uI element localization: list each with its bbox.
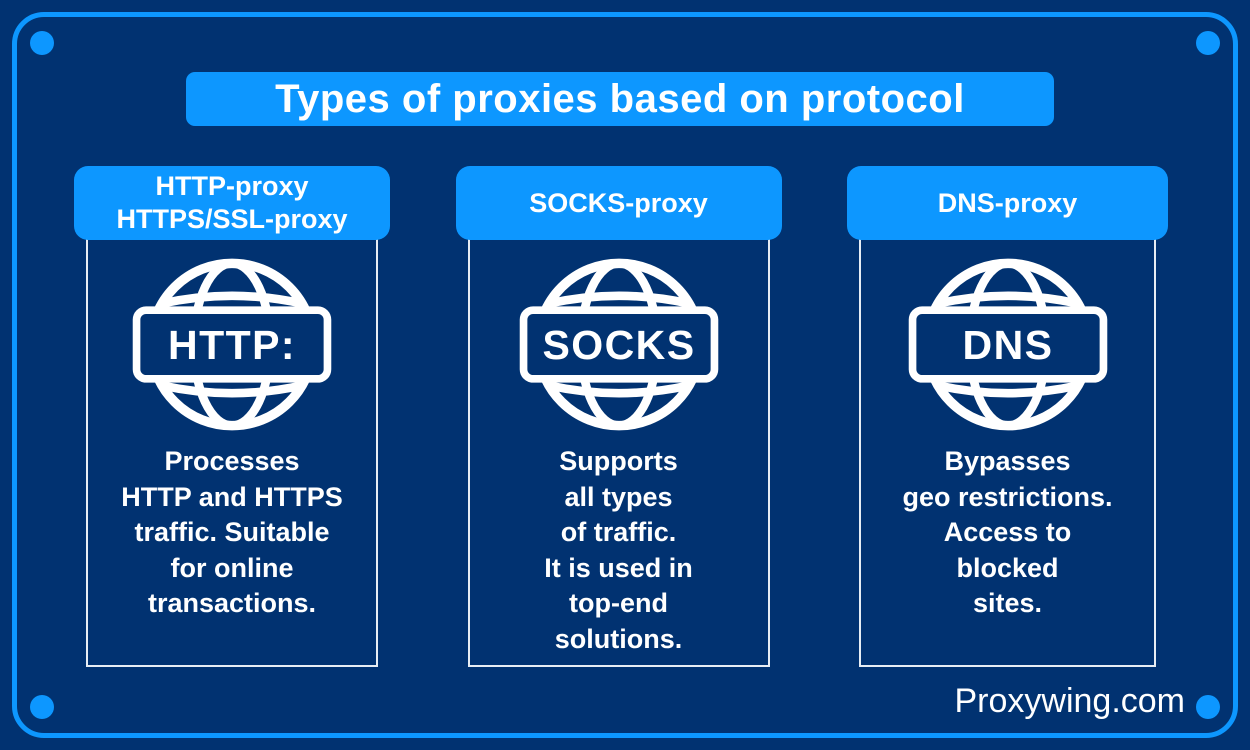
globe-badge-label: DNS: [962, 322, 1053, 368]
column-http-header: HTTP-proxy HTTPS/SSL-proxy: [74, 166, 390, 240]
globe-icon: DNS: [903, 249, 1113, 440]
globe-badge-label: SOCKS: [542, 322, 695, 368]
column-socks: SOCKS-proxy SOCKS Supports all types of …: [455, 166, 782, 667]
column-socks-description: Supports all types of traffic. It is use…: [544, 446, 693, 654]
page-title: Types of proxies based on protocol: [275, 76, 965, 121]
corner-dot-top-left: [30, 31, 54, 55]
column-socks-header: SOCKS-proxy: [455, 166, 782, 240]
corner-dot-bottom-left: [30, 695, 54, 719]
column-socks-body: SOCKS Supports all types of traffic. It …: [467, 231, 770, 667]
globe-icon: HTTP:: [127, 249, 337, 440]
footer-brand: Proxywing.com: [954, 682, 1185, 720]
corner-dot-top-right: [1196, 31, 1220, 55]
title-banner: Types of proxies based on protocol: [186, 72, 1054, 126]
decorative-frame: [12, 12, 1238, 738]
column-dns-body: DNS Bypasses geo restrictions. Access to…: [859, 231, 1156, 667]
column-dns-description: Bypasses geo restrictions. Access to blo…: [902, 446, 1113, 618]
column-http-description: Processes HTTP and HTTPS traffic. Suitab…: [121, 446, 343, 618]
column-http-body: HTTP: Processes HTTP and HTTPS traffic. …: [86, 231, 378, 667]
globe-icon: SOCKS: [514, 249, 724, 440]
proxy-columns: HTTP-proxy HTTPS/SSL-proxy HTTP: Process…: [74, 166, 1168, 667]
corner-dot-bottom-right: [1196, 695, 1220, 719]
column-dns: DNS-proxy DNS Bypasses geo restrictions.…: [847, 166, 1168, 667]
column-dns-header: DNS-proxy: [847, 166, 1168, 240]
globe-badge-label: HTTP:: [168, 322, 296, 368]
column-http: HTTP-proxy HTTPS/SSL-proxy HTTP: Process…: [74, 166, 390, 667]
